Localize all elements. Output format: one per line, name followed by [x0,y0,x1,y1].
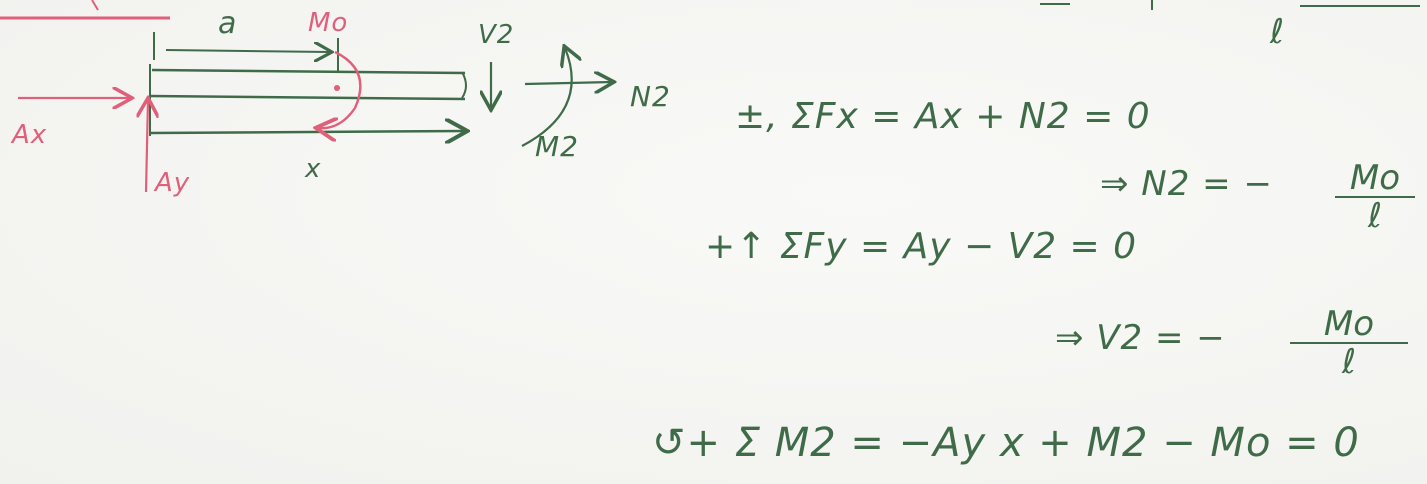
top-fragment-den: ℓ [1270,12,1286,52]
reaction-ay-arrow [146,100,148,193]
equation-n2-fraction: Mo ℓ [1335,160,1415,234]
equation-v2-fraction: Mo ℓ [1290,306,1408,380]
dimension-a-arrow [165,50,330,52]
label-x: x [305,154,322,184]
label-n2: N2 [630,80,671,113]
label-a: a [218,6,238,41]
equation-sum-fy: +↑ ΣFy = Ay − V2 = 0 [705,226,1138,267]
equation-n2-num: Mo [1349,158,1401,198]
equation-n2-lhs: ⇒ N2 = − [1100,164,1273,204]
label-v2: V2 [478,20,515,50]
moment-m2-arrow [521,48,572,147]
equation-v2-num: Mo [1323,304,1375,344]
equation-n2-den: ℓ [1367,196,1383,236]
equation-sum-m2: ↺+ Σ M2 = −Ay x + M2 − Mo = 0 [652,420,1360,466]
moment-mo-arrow [318,50,362,128]
normal-n2-arrow [524,82,612,84]
label-ay: Ay [155,168,191,198]
equation-v2-den: ℓ [1341,342,1357,382]
beam [149,64,466,136]
equation-sum-fx: ±, ΣFx = Ax + N2 = 0 [735,96,1151,137]
label-mo: Mo [308,8,349,38]
label-m2: M2 [535,130,579,163]
equation-v2-lhs: ⇒ V2 = − [1055,318,1226,358]
label-ax: Ax [12,120,48,150]
